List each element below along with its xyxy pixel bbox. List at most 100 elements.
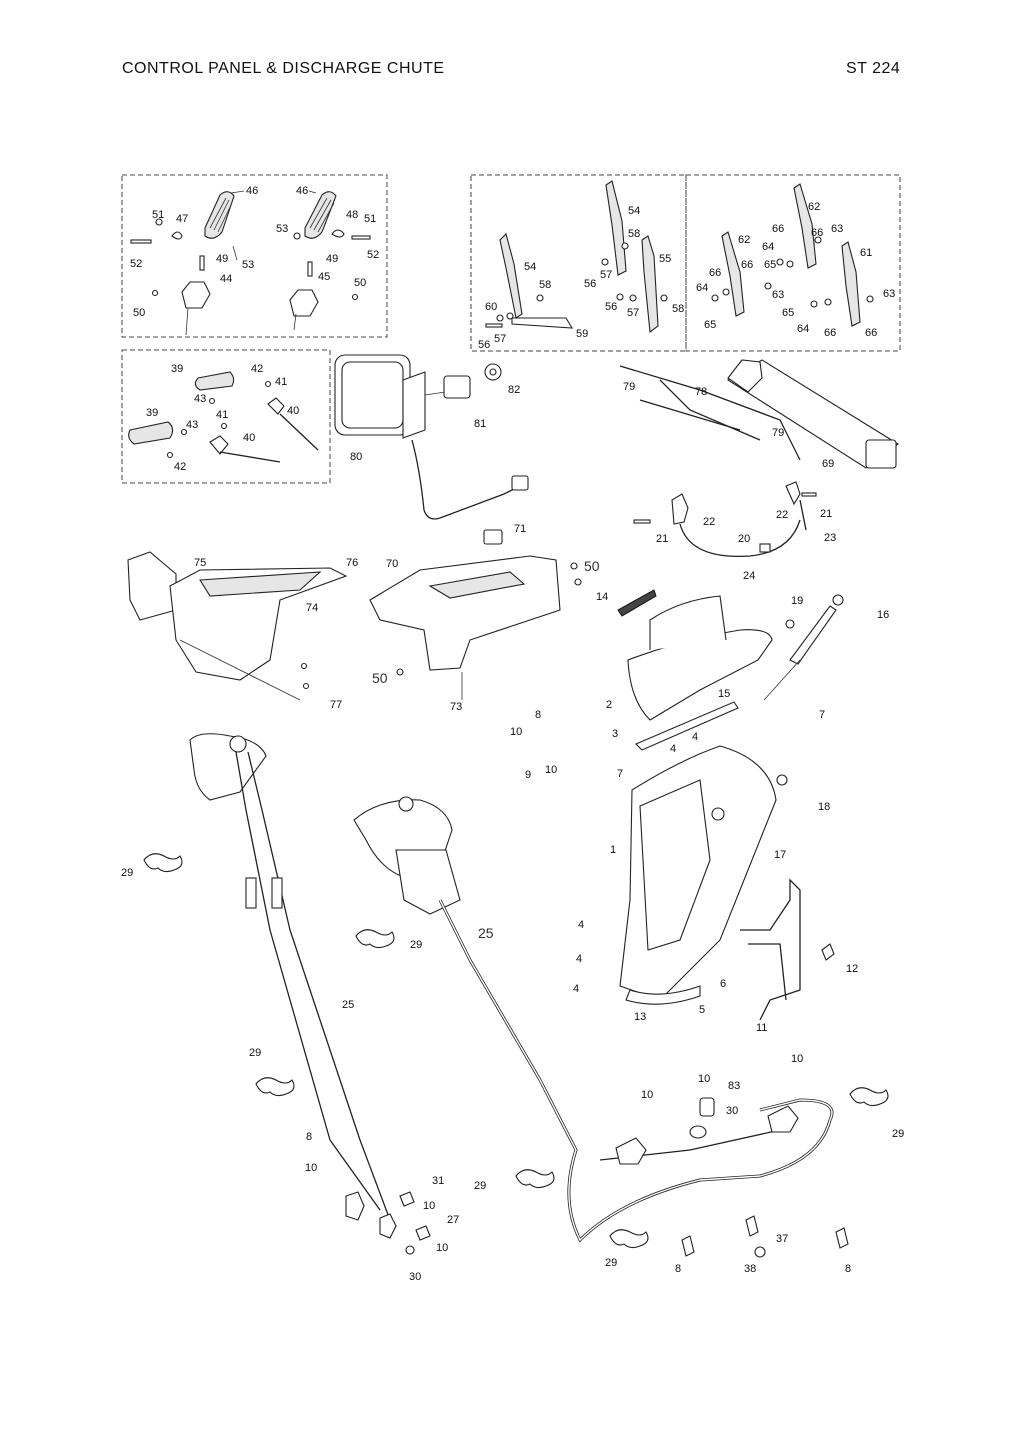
callout-60: 60 xyxy=(485,301,497,313)
callout-29: 29 xyxy=(892,1128,904,1140)
callout-63: 63 xyxy=(883,288,895,300)
callout-29: 29 xyxy=(474,1180,486,1192)
wire-harness-and-handlebar xyxy=(619,359,899,469)
callout-13: 13 xyxy=(634,1011,646,1023)
callout-83: 83 xyxy=(728,1080,740,1092)
callout-50: 50 xyxy=(354,277,366,289)
callout-63: 63 xyxy=(772,289,784,301)
callout-23: 23 xyxy=(824,532,836,544)
callout-56: 56 xyxy=(605,301,617,313)
callout-12: 12 xyxy=(846,963,858,975)
inset-lever-assembly-b xyxy=(711,183,874,327)
callout-11: 11 xyxy=(756,1022,767,1034)
shift-cable-right xyxy=(353,796,834,1243)
callout-40: 40 xyxy=(287,405,299,417)
callout-9: 9 xyxy=(525,769,531,781)
callout-7: 7 xyxy=(617,768,623,780)
callout-49: 49 xyxy=(326,253,338,265)
callout-66: 66 xyxy=(709,267,721,279)
callout-40: 40 xyxy=(243,432,255,444)
callout-10: 10 xyxy=(305,1162,317,1174)
callout-10: 10 xyxy=(436,1242,448,1254)
callout-25: 25 xyxy=(342,999,354,1011)
callout-46: 46 xyxy=(296,185,308,197)
callout-2: 2 xyxy=(606,699,612,711)
callout-81: 81 xyxy=(474,418,486,430)
callout-4: 4 xyxy=(578,919,584,931)
callout-54: 54 xyxy=(524,261,536,273)
callout-4: 4 xyxy=(692,731,698,743)
chute-cable-assembly xyxy=(633,481,817,558)
callout-25: 25 xyxy=(478,925,494,941)
callout-57: 57 xyxy=(494,333,506,345)
callout-4: 4 xyxy=(576,953,582,965)
callout-17: 17 xyxy=(774,849,786,861)
callout-53: 53 xyxy=(276,223,288,235)
callout-27: 27 xyxy=(447,1214,459,1226)
callout-70: 70 xyxy=(386,558,398,570)
callout-42: 42 xyxy=(174,461,186,473)
callout-16: 16 xyxy=(877,609,889,621)
discharge-chute-assembly xyxy=(617,589,844,1021)
callout-10: 10 xyxy=(423,1200,435,1212)
callout-75: 75 xyxy=(194,557,206,569)
callout-4: 4 xyxy=(573,983,579,995)
headlight-assembly xyxy=(334,354,529,520)
callout-10: 10 xyxy=(545,764,557,776)
callout-29: 29 xyxy=(121,867,133,879)
model-number: ST 224 xyxy=(846,60,901,77)
callout-3: 3 xyxy=(612,728,618,740)
callout-10: 10 xyxy=(641,1089,653,1101)
callout-41: 41 xyxy=(275,376,287,388)
callout-58: 58 xyxy=(672,303,684,315)
callout-31: 31 xyxy=(432,1175,444,1187)
callout-48: 48 xyxy=(346,209,358,221)
callout-1: 1 xyxy=(610,844,616,856)
callout-74: 74 xyxy=(306,602,318,614)
callout-77: 77 xyxy=(330,699,342,711)
callout-39: 39 xyxy=(146,407,158,419)
shift-cable-left xyxy=(189,733,397,1239)
page-title: CONTROL PANEL & DISCHARGE CHUTE xyxy=(122,60,445,77)
callout-29: 29 xyxy=(249,1047,261,1059)
callout-65: 65 xyxy=(764,259,776,271)
callout-4: 4 xyxy=(670,743,676,755)
dash-panel-assembly xyxy=(127,529,582,701)
callout-10: 10 xyxy=(791,1053,803,1065)
callout-38: 38 xyxy=(744,1263,756,1275)
callout-14: 14 xyxy=(596,591,608,603)
callout-78: 78 xyxy=(695,386,707,398)
callout-64: 64 xyxy=(762,241,774,253)
callout-42: 42 xyxy=(251,363,263,375)
callout-7: 7 xyxy=(819,709,825,721)
callout-39: 39 xyxy=(171,363,183,375)
callout-61: 61 xyxy=(860,247,872,259)
callout-66: 66 xyxy=(741,259,753,271)
callout-66: 66 xyxy=(824,327,836,339)
callout-43: 43 xyxy=(186,419,198,431)
callout-10: 10 xyxy=(698,1073,710,1085)
callout-8: 8 xyxy=(845,1263,851,1275)
callout-50: 50 xyxy=(584,558,600,574)
callout-5: 5 xyxy=(699,1004,705,1016)
callout-66: 66 xyxy=(772,223,784,235)
callout-29: 29 xyxy=(605,1257,617,1269)
callout-51: 51 xyxy=(364,213,376,225)
callout-58: 58 xyxy=(539,279,551,291)
callout-56: 56 xyxy=(478,339,490,351)
callout-80: 80 xyxy=(350,451,362,463)
callout-30: 30 xyxy=(726,1105,738,1117)
callout-57: 57 xyxy=(600,269,612,281)
callout-65: 65 xyxy=(782,307,794,319)
callout-62: 62 xyxy=(808,201,820,213)
callout-15: 15 xyxy=(718,688,730,700)
callout-43: 43 xyxy=(194,393,206,405)
callout-30: 30 xyxy=(409,1271,421,1283)
inset-handle-assembly xyxy=(130,190,371,336)
callout-22: 22 xyxy=(703,516,715,528)
callout-65: 65 xyxy=(704,319,716,331)
callout-51: 51 xyxy=(152,209,164,221)
callout-54: 54 xyxy=(628,205,640,217)
callout-22: 22 xyxy=(776,509,788,521)
